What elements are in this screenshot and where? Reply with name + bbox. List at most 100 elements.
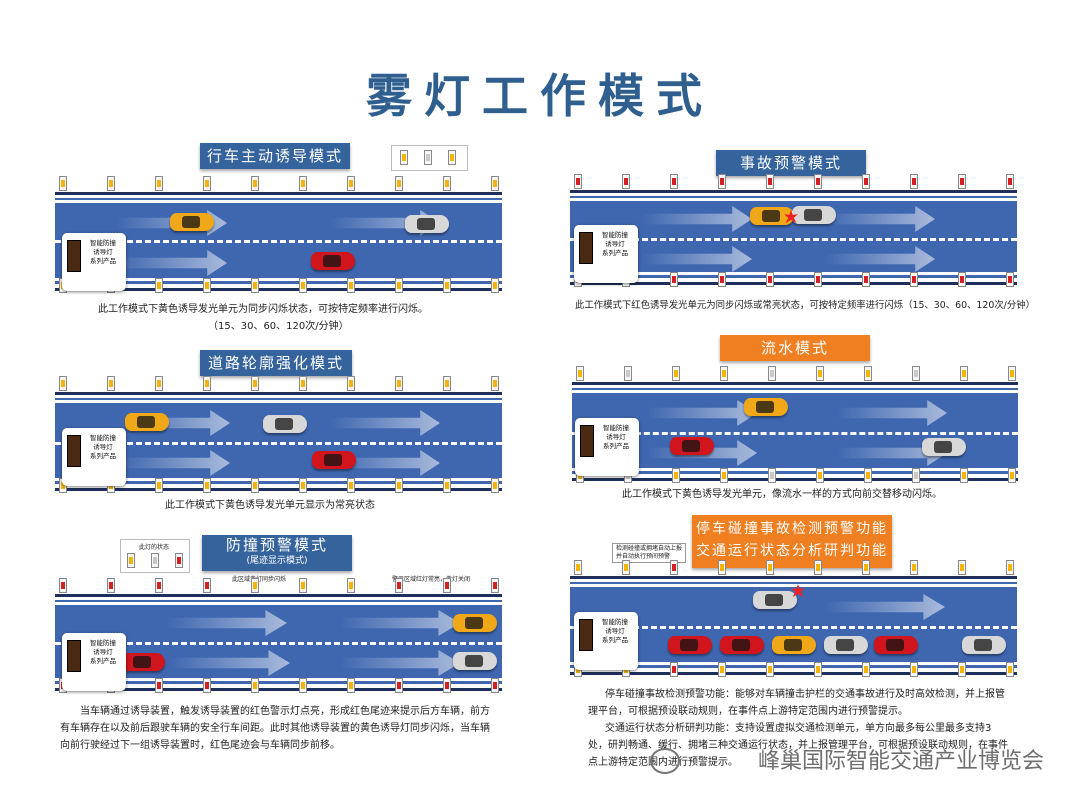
guidance-post-red — [107, 578, 115, 593]
guidance-post-yellow — [203, 278, 211, 293]
car-silver-crashed — [792, 206, 836, 224]
guidance-post-red — [814, 272, 822, 287]
guidance-post-yellow — [155, 478, 163, 493]
guidance-post-yellow — [299, 478, 307, 493]
guidance-post-yellow — [203, 376, 211, 391]
guidance-post-red — [443, 678, 451, 693]
mode-badge-road-contour: 道路轮廓强化模式 — [200, 350, 352, 376]
caption-p3-line3: 向前行驶经过下一组诱导装置时，红色尾迹会与车辆同步前移。 — [60, 740, 340, 751]
smart-guidance-device: 智能防撞 诱导灯 系列产品 — [575, 418, 639, 476]
guidance-post-yellow — [347, 376, 355, 391]
legend-post-off — [424, 150, 432, 165]
guidance-post-yellow — [766, 662, 774, 677]
road-diagram-1 — [55, 176, 502, 295]
guidance-post-yellow — [59, 376, 67, 391]
mode-badge-accident-warning: 事故预警模式 — [716, 150, 866, 176]
guidance-post-red — [1006, 272, 1014, 287]
caption-p1-line1: 此工作模式下黄色诱导发光单元为同步闪烁状态，可按特定频率进行闪烁。 — [98, 304, 428, 315]
caption-p6-line3: 交通运行状态分析研判功能：支持设置虚拟交通检测单元，单方向最多每公里最多支持3 — [605, 723, 992, 734]
guidance-post-yellow — [251, 278, 259, 293]
badge-title: 防撞预警模式 — [225, 536, 328, 554]
guidance-post-red — [395, 578, 403, 593]
guidance-post-yellow — [1008, 366, 1016, 381]
guidance-post-red — [491, 678, 499, 693]
guidance-post-yellow — [672, 366, 680, 381]
car-silver — [824, 636, 868, 654]
guidance-post-yellow — [299, 278, 307, 293]
car-yellow — [170, 213, 214, 231]
car-yellow — [453, 614, 497, 632]
guidance-post-yellow — [718, 560, 726, 575]
caption-p1-line2: （15、30、60、120次/分钟） — [208, 321, 349, 332]
device-label: 智能防撞 诱导灯 系列产品 — [603, 424, 629, 450]
caption-p3-line2: 有车辆存在以及前后跟驶车辆的安全行车间距。此时其他诱导装置的黄色诱导灯同步闪烁，… — [60, 723, 490, 734]
car-silver — [453, 652, 497, 670]
guidance-post-yellow — [299, 578, 307, 593]
guidance-post-off — [912, 366, 920, 381]
car-yellow-crashed — [750, 207, 794, 225]
badge-line-traffic-analysis: 交通运行状态分析研判功能 — [696, 543, 888, 559]
caption-p5: 此工作模式下黄色诱导发光单元，像流水一样的方式向前交替移动闪烁。 — [622, 489, 942, 500]
guidance-post-red — [1006, 174, 1014, 189]
mode-badge-flowing: 流水模式 — [720, 335, 870, 361]
caption-p6-line4: 处，研判畅通、缓行、拥堵三种交通运行状态，并上报管理平台，可根据预设联动规则，在… — [588, 740, 1008, 751]
car-red — [121, 653, 165, 671]
lamp-state-legend: 此灯的状态 — [120, 539, 190, 573]
guidance-post-yellow — [958, 662, 966, 677]
guidance-post-yellow — [203, 176, 211, 191]
guidance-post-yellow — [299, 176, 307, 191]
guidance-post-yellow — [155, 278, 163, 293]
guidance-post-off — [768, 468, 776, 483]
legend-label: 此灯的状态 — [139, 544, 170, 551]
guidance-post-yellow — [443, 478, 451, 493]
guidance-post-off — [768, 366, 776, 381]
guidance-post-red — [814, 174, 822, 189]
wechat-icon — [650, 748, 680, 774]
guidance-post-red — [766, 272, 774, 287]
guidance-post-yellow — [1006, 662, 1014, 677]
guidance-post-red — [203, 678, 211, 693]
road-diagram-6 — [570, 560, 1017, 678]
guidance-post-off — [624, 366, 632, 381]
guidance-post-yellow — [251, 176, 259, 191]
legend-post-red — [175, 553, 183, 568]
road-diagram-4 — [570, 174, 1017, 288]
guidance-post-yellow — [910, 662, 918, 677]
guidance-post-red — [574, 174, 582, 189]
guidance-post-red — [443, 578, 451, 593]
guidance-post-yellow — [862, 662, 870, 677]
guidance-post-yellow — [251, 678, 259, 693]
guidance-post-yellow — [299, 678, 307, 693]
guidance-post-yellow — [443, 176, 451, 191]
guidance-post-yellow — [816, 468, 824, 483]
device-label: 智能防撞 诱导灯 系列产品 — [602, 618, 628, 644]
car-silver — [405, 215, 449, 233]
car-red — [720, 636, 764, 654]
guidance-post-red — [670, 662, 678, 677]
guidance-post-yellow — [395, 478, 403, 493]
guidance-post-yellow — [960, 468, 968, 483]
page-title: 雾灯工作模式 — [366, 69, 714, 123]
caption-p2: 此工作模式下黄色诱导发光单元显示为常亮状态 — [165, 500, 375, 511]
guidance-post-yellow — [299, 376, 307, 391]
smart-guidance-device: 智能防撞 诱导灯 系列产品 — [62, 233, 126, 291]
guidance-post-red — [766, 174, 774, 189]
guidance-post-red — [958, 272, 966, 287]
guidance-post-yellow — [251, 478, 259, 493]
watermark: 峰巢国际智能交通产业博览会 — [757, 749, 1044, 774]
guidance-post-yellow — [576, 366, 584, 381]
guidance-post-yellow — [720, 366, 728, 381]
caption-p6-line1: 停车碰撞事故检测预警功能：能够对车辆撞击护栏的交通事故进行及时高效检测，并上报管 — [605, 689, 1005, 700]
guidance-post-yellow — [816, 366, 824, 381]
guidance-post-yellow — [1006, 560, 1014, 575]
device-label: 智能防撞 诱导灯 系列产品 — [90, 639, 116, 665]
guidance-post-yellow — [718, 662, 726, 677]
guidance-post-yellow — [864, 468, 872, 483]
guidance-post-yellow — [347, 176, 355, 191]
car-silver — [922, 438, 966, 456]
guidance-post-red — [958, 174, 966, 189]
guidance-post-red — [395, 678, 403, 693]
caption-p6-line2: 理平台，可根据预设联动规则，在事件点上游特定范围内进行预警提示。 — [588, 706, 908, 717]
guidance-post-yellow — [107, 376, 115, 391]
guidance-post-yellow — [574, 560, 582, 575]
